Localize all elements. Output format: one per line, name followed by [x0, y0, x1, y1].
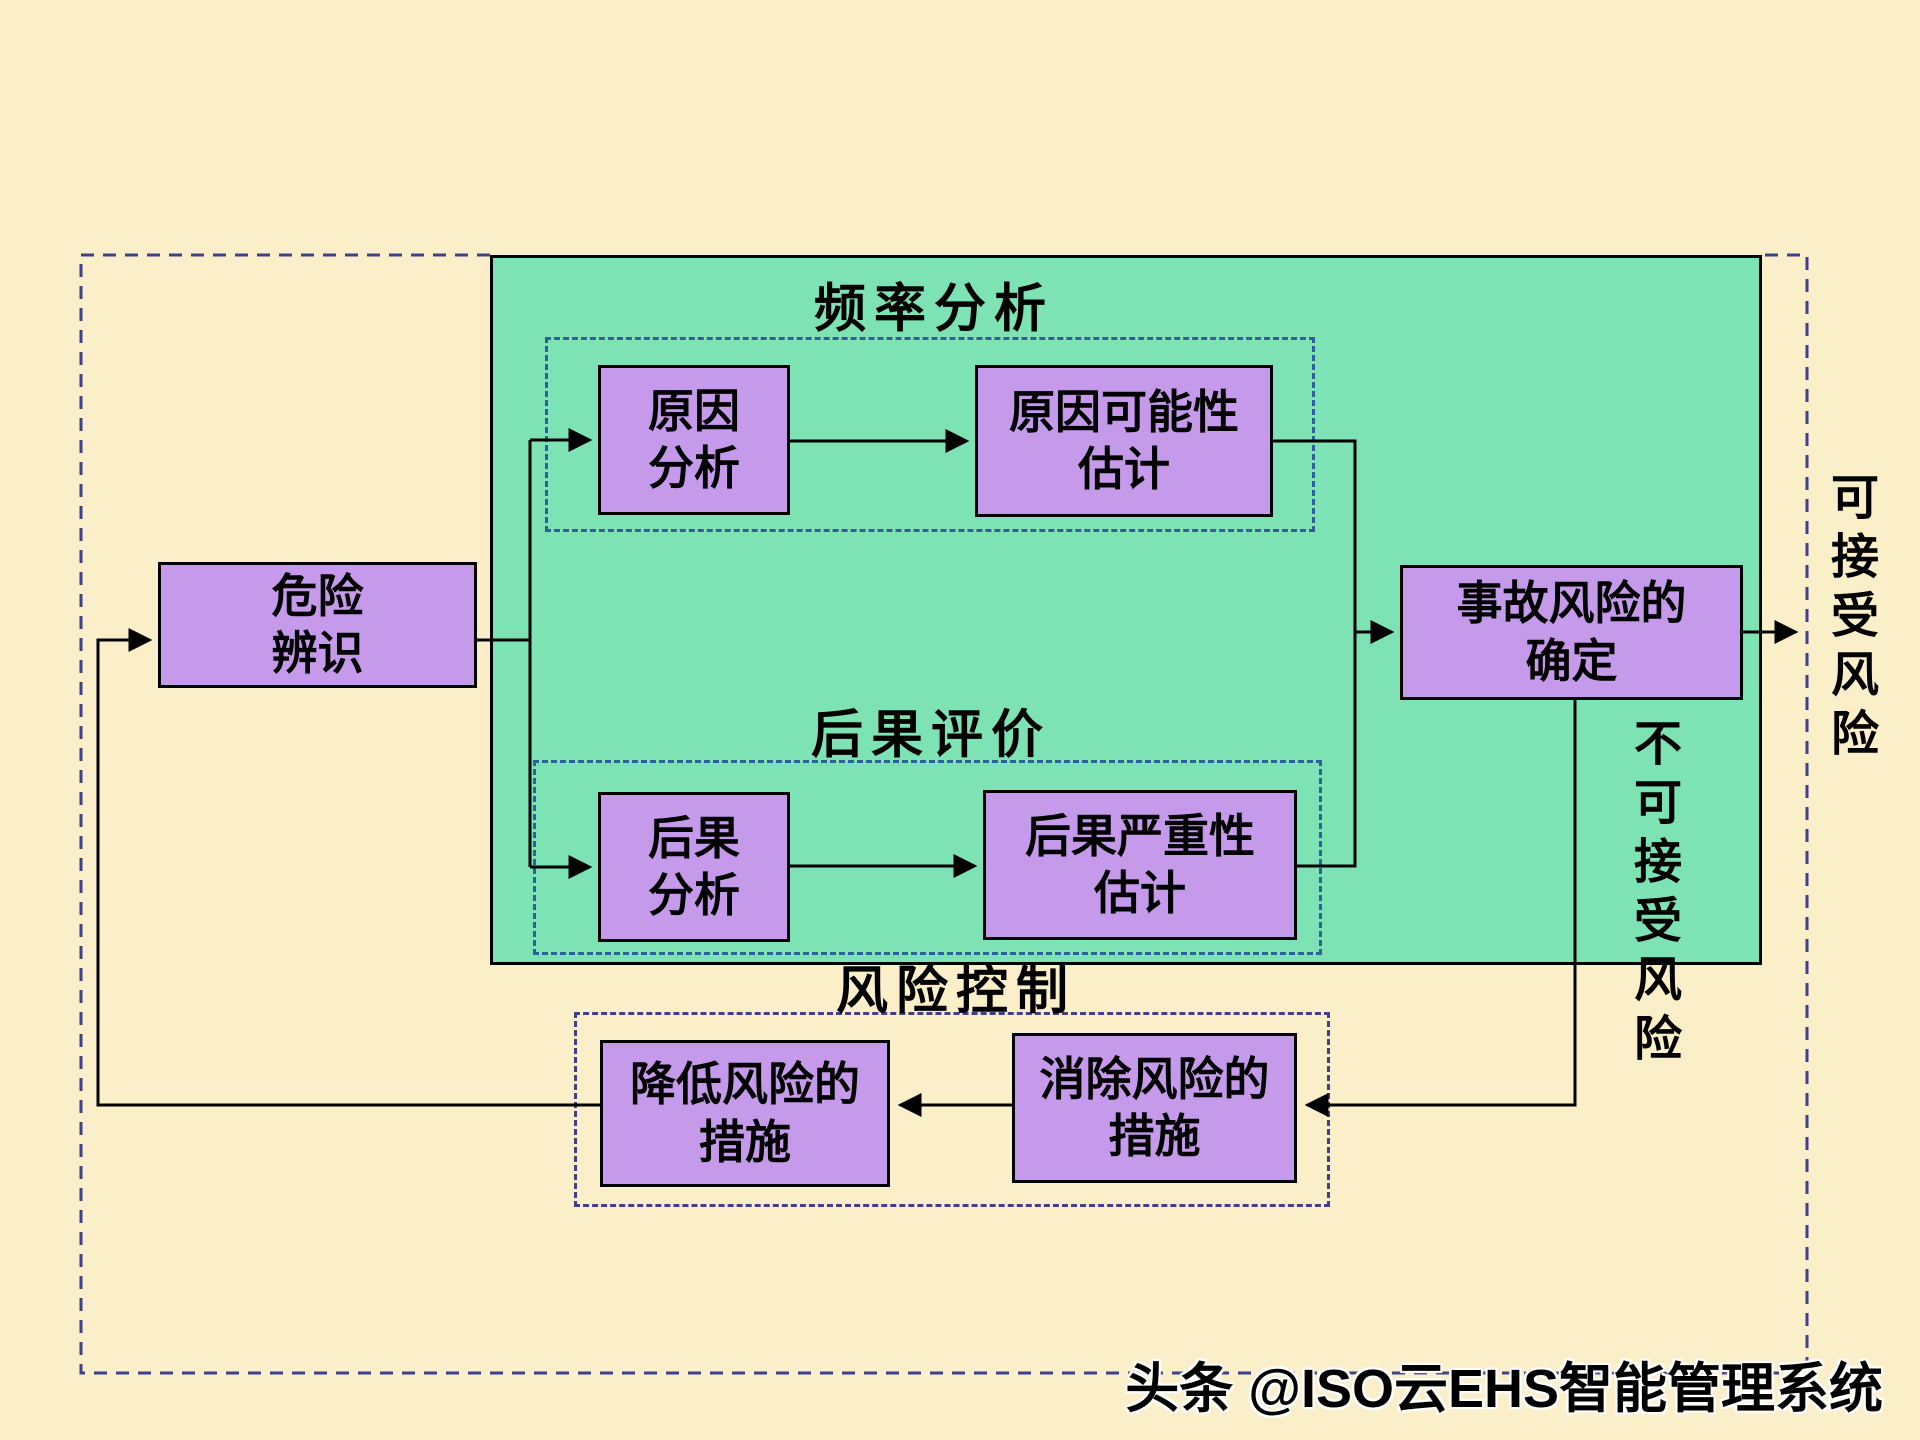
node-label-line: 分析: [648, 870, 740, 921]
node-accident-risk-determination: 事故风险的 确定: [1400, 565, 1743, 700]
node-risk-reduction-measures: 降低风险的 措施: [600, 1040, 890, 1187]
node-consequence-severity-estimation: 后果严重性 估计: [983, 790, 1297, 940]
node-hazard-identification: 危险 辨识: [158, 562, 477, 688]
node-label-line: 辨识: [271, 628, 364, 679]
acceptable-risk-label: 可接受风险: [1823, 472, 1876, 767]
node-label-line: 后果严重性: [1025, 810, 1255, 862]
node-label-line: 原因可能性: [1009, 386, 1239, 438]
node-cause-analysis: 原因 分析: [598, 365, 790, 515]
node-label-line: 原因: [648, 385, 740, 437]
node-label-line: 消除风险的: [1039, 1053, 1270, 1105]
node-consequence-analysis: 后果 分析: [598, 792, 790, 942]
node-label-line: 确定: [1525, 635, 1618, 687]
node-label-line: 降低风险的: [630, 1059, 860, 1110]
node-risk-elimination-measures: 消除风险的 措施: [1012, 1033, 1297, 1183]
watermark-text: 头条 @ISO云EHS智能管理系统: [1125, 1359, 1883, 1419]
frequency-analysis-title: 频率分析: [813, 281, 1055, 339]
node-label-line: 危险: [271, 570, 364, 622]
node-cause-probability-estimation: 原因可能性 估计: [975, 365, 1273, 517]
consequence-evaluation-title: 后果评价: [810, 707, 1052, 765]
risk-control-title: 风险控制: [835, 963, 1077, 1021]
node-label-line: 措施: [1108, 1111, 1201, 1162]
node-label-line: 估计: [1078, 444, 1170, 495]
node-label-line: 后果: [648, 812, 740, 864]
node-label-line: 估计: [1094, 868, 1186, 919]
node-label-line: 分析: [648, 443, 740, 494]
unacceptable-risk-label: 不可接受风险: [1626, 718, 1679, 1072]
node-label-line: 措施: [699, 1116, 791, 1168]
node-label-line: 事故风险的: [1456, 578, 1687, 629]
